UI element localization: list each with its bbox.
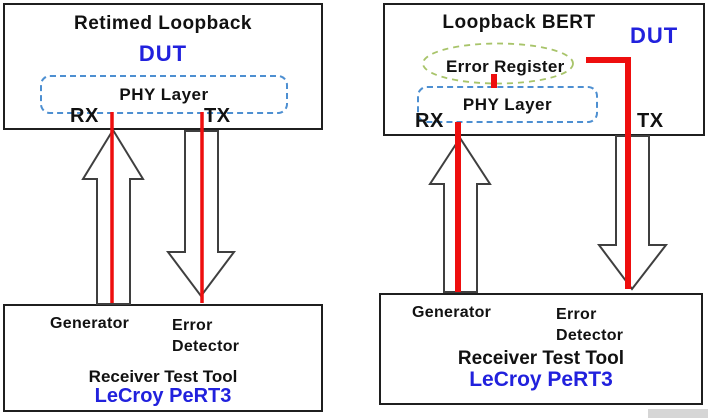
right-generator-label: Generator — [412, 304, 492, 321]
left-error-detector-label: Error Detector — [172, 315, 239, 357]
left-tx-port-label: TX — [204, 105, 231, 127]
left-error-detector-line2: Detector — [172, 338, 240, 355]
left-rx-port-label: RX — [70, 105, 99, 127]
right-error-detector-label: Error Detector — [556, 304, 623, 346]
left-dut-title: Retimed Loopback — [74, 13, 252, 34]
left-phy-layer-label: PHY Layer — [119, 84, 209, 104]
right-up-arrow — [428, 136, 492, 293]
left-generator-label: Generator — [50, 315, 130, 332]
left-phy-layer-box: PHY Layer — [40, 75, 288, 114]
right-error-detector-line1: Error — [556, 306, 597, 323]
right-tester-box: Generator Error Detector Receiver Test T… — [379, 293, 703, 405]
right-error-detector-line2: Detector — [556, 327, 624, 344]
right-tool-label: Receiver Test Tool — [457, 348, 625, 369]
left-tool-label: Receiver Test Tool — [88, 367, 238, 386]
right-down-arrow — [597, 135, 669, 291]
error-register-label: Error Register — [446, 57, 565, 76]
left-tester-box: Generator Error Detector Receiver Test T… — [3, 304, 323, 412]
right-phy-layer-box: PHY Layer — [417, 86, 598, 123]
right-phy-layer-label: PHY Layer — [462, 94, 553, 114]
left-dut-box: Retimed Loopback DUT PHY Layer RX TX — [3, 3, 323, 130]
right-dut-title: Loopback BERT — [442, 12, 596, 33]
right-brand-label: LeCroy PeRT3 — [469, 368, 613, 391]
left-down-arrow — [166, 130, 236, 298]
right-rx-port-label: RX — [415, 110, 444, 132]
right-dut-box: Loopback BERT DUT Error Register PHY Lay… — [383, 3, 705, 136]
left-up-arrow — [81, 128, 145, 305]
scan-artifact — [648, 409, 708, 418]
left-error-detector-line1: Error — [172, 317, 213, 334]
left-brand-label: LeCroy PeRT3 — [94, 385, 232, 407]
right-tx-port-label: TX — [637, 110, 664, 132]
left-dut-label: DUT — [138, 41, 188, 66]
right-dut-label: DUT — [630, 23, 679, 48]
